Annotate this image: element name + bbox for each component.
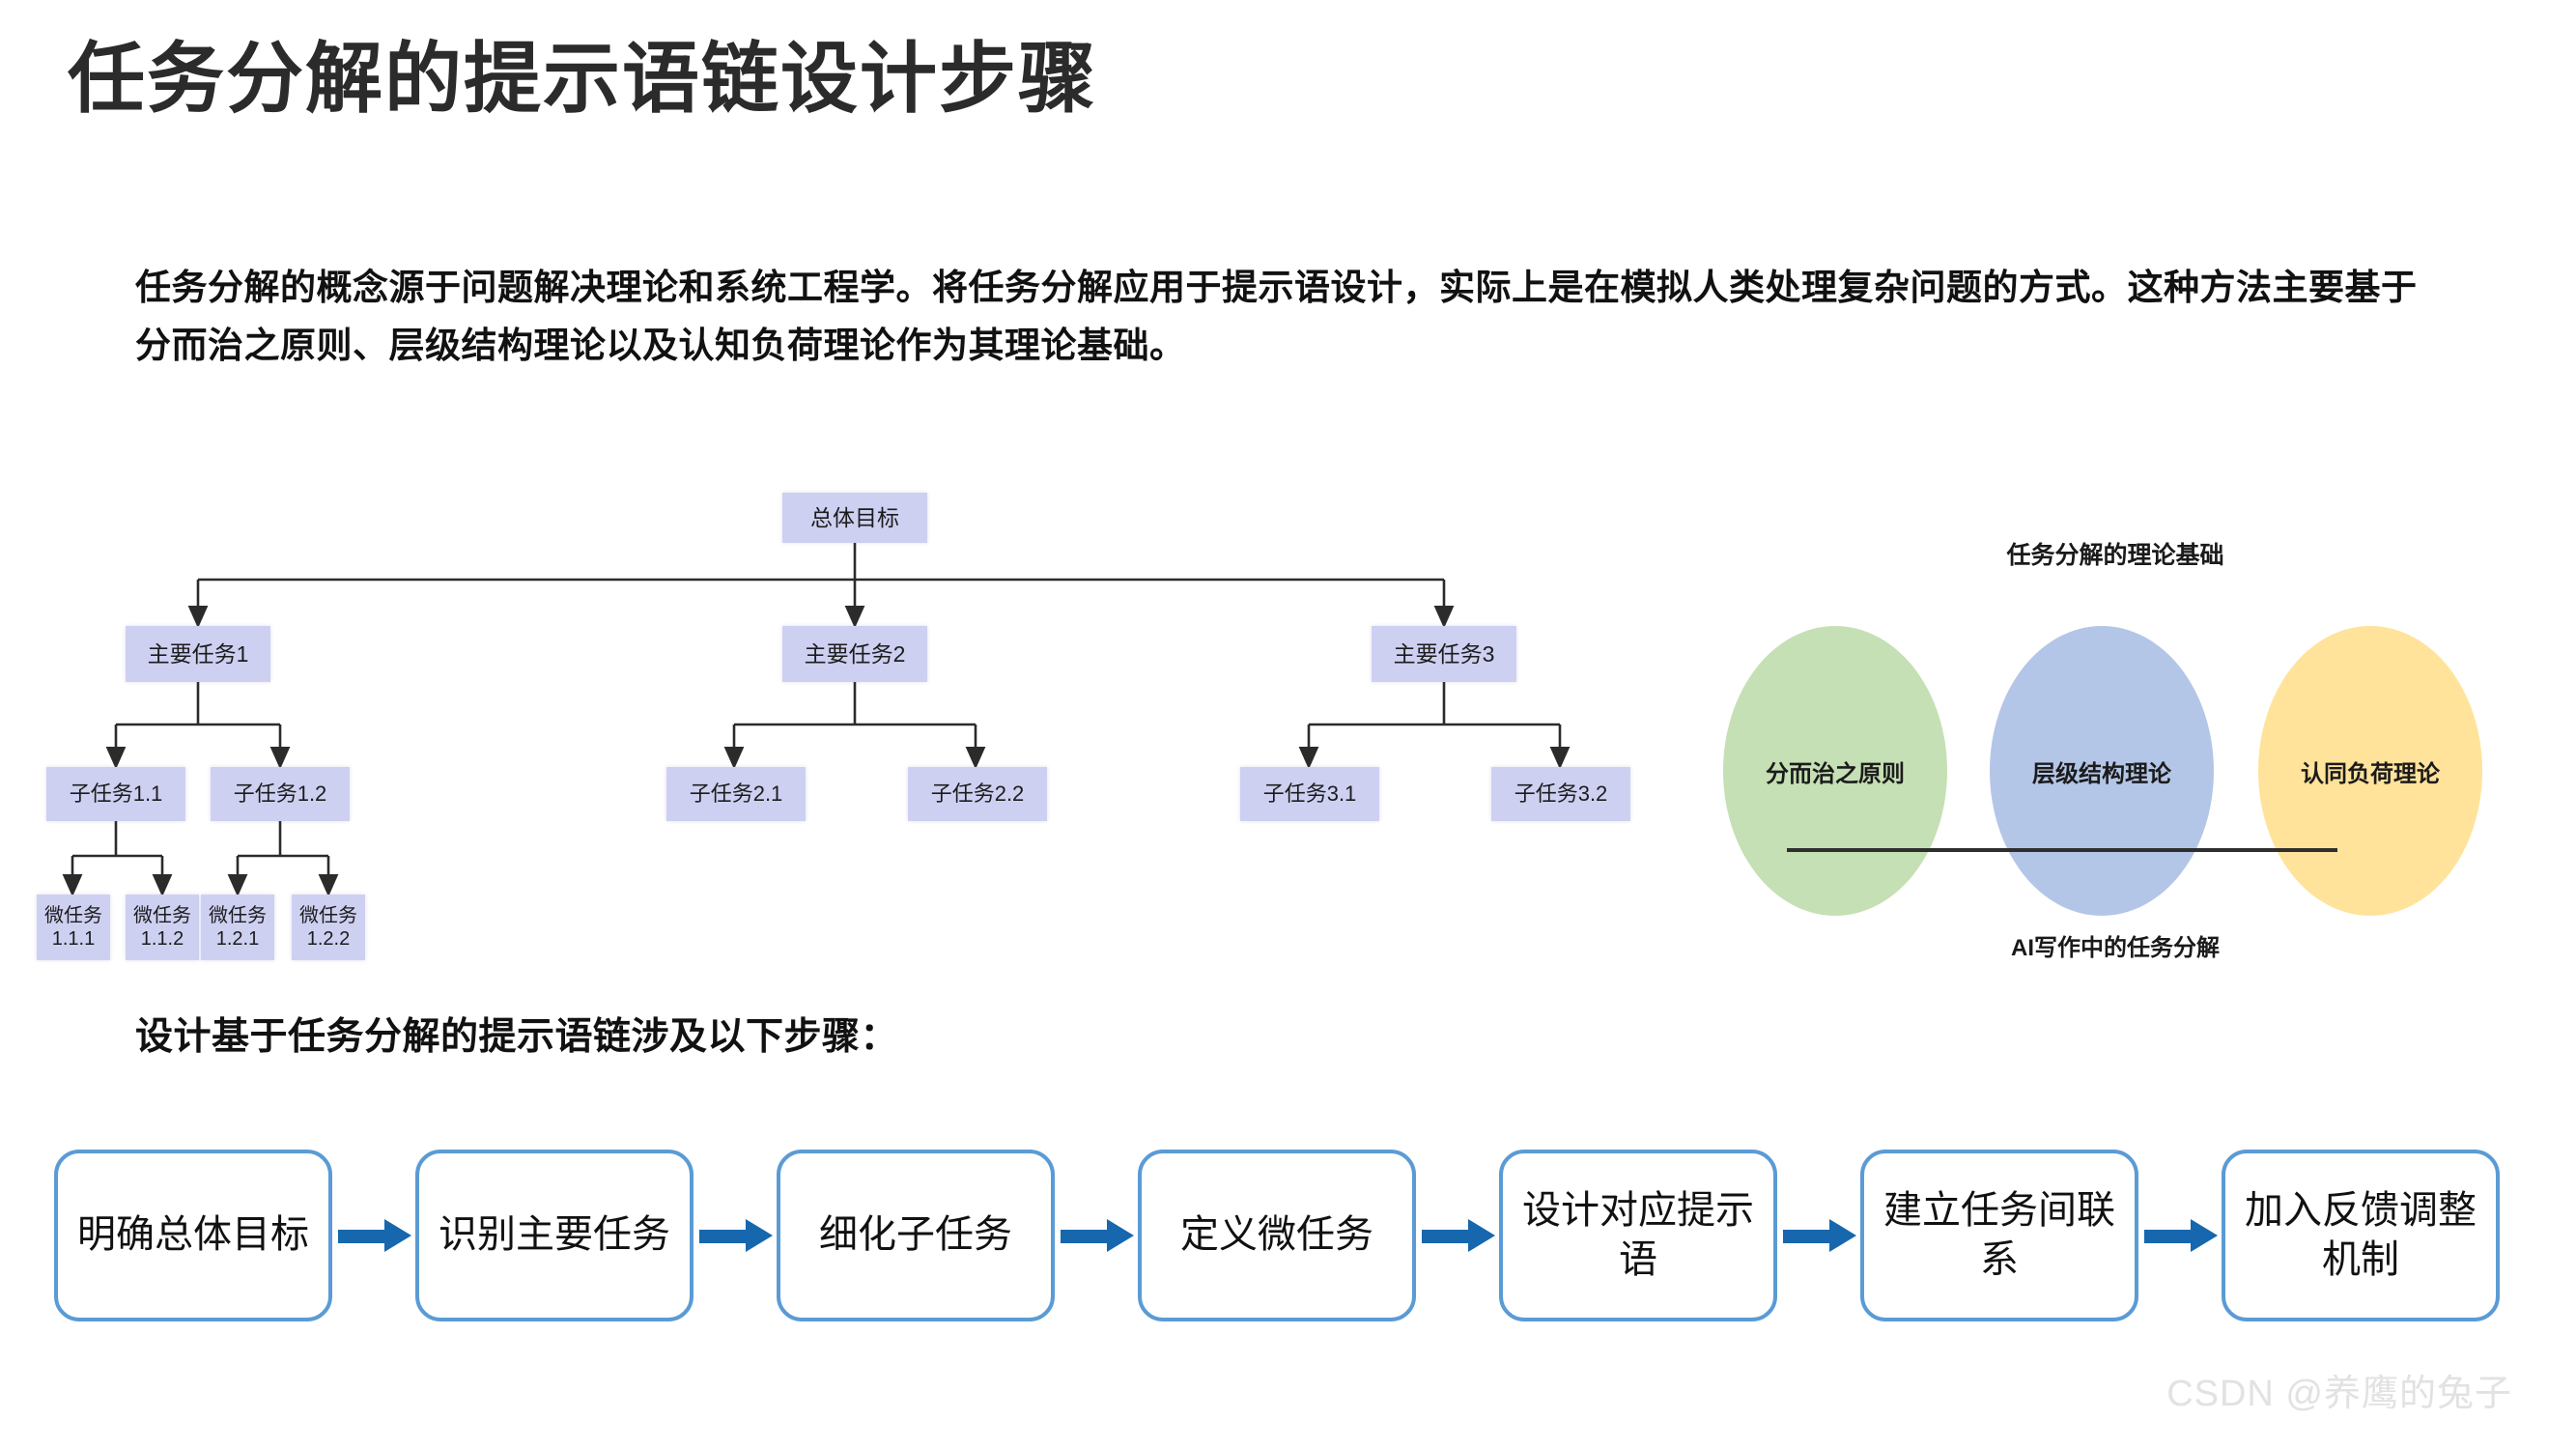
flow-step-6[interactable]: 建立任务间联系: [1860, 1150, 2138, 1321]
tree-node-sub-1-2[interactable]: 子任务1.2: [211, 767, 350, 821]
flow-arrow-icon: [694, 1219, 777, 1252]
task-decomposition-tree: 总体目标 主要任务1 主要任务2 主要任务3 子任务1.1 子任务1.2 子任务…: [0, 483, 1700, 976]
tree-node-sub-3-2[interactable]: 子任务3.2: [1491, 767, 1630, 821]
tree-node-sub-2-2[interactable]: 子任务2.2: [908, 767, 1047, 821]
ellipse-hierarchy-theory[interactable]: 层级结构理论: [1990, 626, 2214, 916]
process-flow: 明确总体目标 识别主要任务 细化子任务 定义微任务 设计对应提示语 建立任务间联…: [54, 1150, 2500, 1321]
tree-node-sub-1-1[interactable]: 子任务1.1: [46, 767, 185, 821]
theory-basis-chart: 任务分解的理论基础 分而治之原则 层级结构理论 认同负荷理论 AI写作中的任务分…: [1681, 512, 2550, 966]
ellipse-label-1: 分而治之原则: [1766, 760, 1905, 787]
flow-step-3[interactable]: 细化子任务: [777, 1150, 1055, 1321]
ellipse-label-2: 层级结构理论: [2032, 760, 2171, 787]
tree-node-root[interactable]: 总体目标: [782, 493, 927, 543]
flow-step-4[interactable]: 定义微任务: [1138, 1150, 1416, 1321]
flow-step-2[interactable]: 识别主要任务: [415, 1150, 694, 1321]
flow-arrow-icon: [2138, 1219, 2222, 1252]
tree-connectors: [62, 541, 1571, 897]
tree-node-sub-3-1[interactable]: 子任务3.1: [1240, 767, 1379, 821]
chart-caption: AI写作中的任务分解: [2011, 935, 2220, 961]
tree-node-main-2[interactable]: 主要任务2: [782, 626, 927, 682]
tree-node-sub-2-1[interactable]: 子任务2.1: [666, 767, 806, 821]
steps-lead-text: 设计基于任务分解的提示语链涉及以下步骤：: [135, 1016, 899, 1058]
page-title: 任务分解的提示语链设计步骤: [68, 36, 1097, 122]
tree-node-micro-1-1-1[interactable]: 微任务 1.1.1: [37, 895, 110, 960]
flow-step-1[interactable]: 明确总体目标: [54, 1150, 332, 1321]
tree-node-main-1[interactable]: 主要任务1: [126, 626, 270, 682]
flow-step-5[interactable]: 设计对应提示语: [1499, 1150, 1777, 1321]
flow-arrow-icon: [1416, 1219, 1499, 1252]
tree-node-main-3[interactable]: 主要任务3: [1372, 626, 1516, 682]
ellipse-divide-and-conquer[interactable]: 分而治之原则: [1723, 626, 1947, 916]
flow-arrow-icon: [332, 1219, 415, 1252]
tree-node-micro-1-1-2[interactable]: 微任务 1.1.2: [126, 895, 199, 960]
chart-baseline: [1787, 848, 2337, 852]
flow-step-7[interactable]: 加入反馈调整机制: [2222, 1150, 2500, 1321]
ellipse-label-3: 认同负荷理论: [2301, 760, 2440, 787]
flow-arrow-icon: [1777, 1219, 1860, 1252]
watermark: CSDN @养鹰的兔子: [2166, 1374, 2512, 1414]
tree-node-micro-1-2-1[interactable]: 微任务 1.2.1: [201, 895, 274, 960]
chart-title: 任务分解的理论基础: [2006, 542, 2224, 569]
flow-arrow-icon: [1055, 1219, 1138, 1252]
ellipse-cognitive-load-theory[interactable]: 认同负荷理论: [2258, 626, 2482, 916]
tree-node-micro-1-2-2[interactable]: 微任务 1.2.2: [292, 895, 365, 960]
intro-paragraph: 任务分解的概念源于问题解决理论和系统工程学。将任务分解应用于提示语设计，实际上是…: [135, 268, 2418, 365]
